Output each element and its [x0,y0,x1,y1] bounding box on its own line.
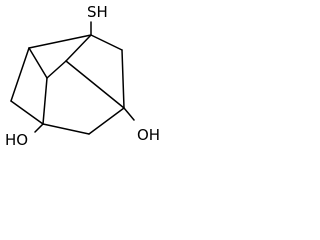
bond [121,49,125,109]
bond-to-ho [34,123,44,133]
bond-to-oh [123,107,135,121]
bond [28,34,92,49]
bond [10,47,30,102]
bond [28,47,48,79]
bond [46,60,67,79]
bond [42,123,90,135]
bond [65,34,92,62]
hydroxyl-label-left: HO [5,131,28,149]
bond [10,100,44,125]
bond [90,34,123,51]
bond [88,107,125,135]
thiol-label: SH [87,3,108,21]
hydroxyl-label-right: OH [137,126,160,144]
molecule-structure: SH HO OH [5,3,160,149]
adamantane-skeleton [10,21,135,135]
bond [42,77,48,125]
bond [65,60,125,109]
